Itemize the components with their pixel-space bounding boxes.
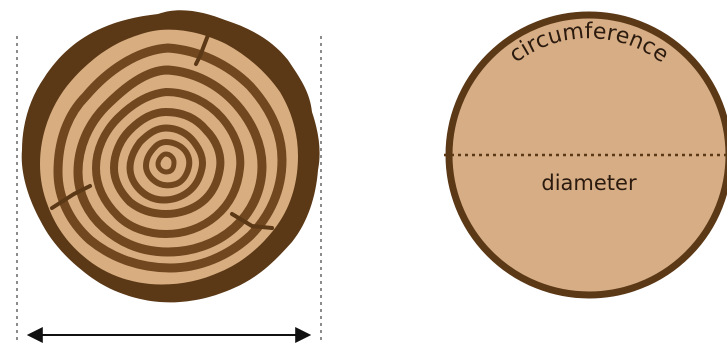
measurement-circle: circumference diameter	[444, 15, 727, 295]
diameter-label: diameter	[541, 171, 637, 195]
circle-disc	[449, 15, 727, 295]
tree-cross-section	[22, 10, 320, 302]
